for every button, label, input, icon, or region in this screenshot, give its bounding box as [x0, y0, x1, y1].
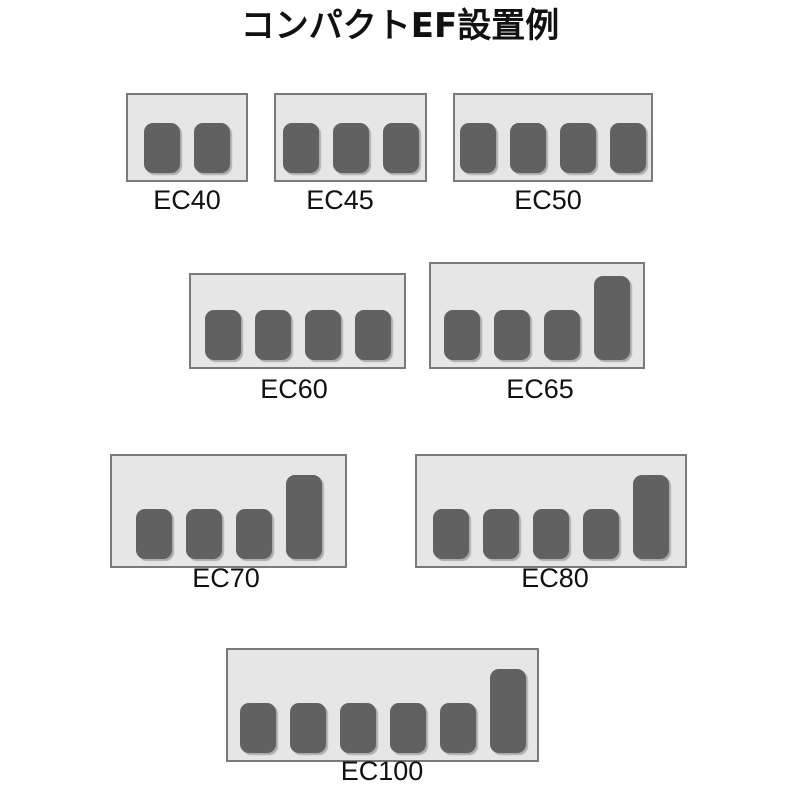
- panel-ec65: [429, 262, 645, 369]
- model-label-ec40: EC40: [153, 185, 221, 215]
- panel-ec50: [453, 93, 653, 182]
- model-label-ec80: EC80: [521, 563, 589, 593]
- unit-block: [433, 509, 469, 559]
- unit-block: [460, 123, 496, 173]
- diagram-title: コンパクトEF設置例: [240, 5, 560, 46]
- unit-block: [440, 703, 476, 753]
- unit-block: [333, 123, 369, 173]
- model-label-ec50: EC50: [514, 185, 582, 215]
- tall-unit-block: [286, 475, 322, 559]
- tall-unit-block: [594, 276, 630, 360]
- unit-block: [533, 509, 569, 559]
- panel-ec80: [415, 454, 687, 568]
- unit-block: [186, 509, 222, 559]
- unit-block: [583, 509, 619, 559]
- unit-block: [194, 123, 230, 173]
- model-label-ec65: EC65: [506, 374, 574, 404]
- unit-block: [494, 310, 530, 360]
- unit-block: [205, 310, 241, 360]
- unit-block: [610, 123, 646, 173]
- panel-ec60: [189, 273, 406, 369]
- panel-ec100: [226, 648, 539, 762]
- unit-block: [255, 310, 291, 360]
- tall-unit-block: [633, 475, 669, 559]
- unit-block: [290, 703, 326, 753]
- unit-block: [340, 703, 376, 753]
- unit-block: [236, 509, 272, 559]
- panel-ec70: [110, 454, 347, 568]
- model-label-ec45: EC45: [306, 185, 374, 215]
- tall-unit-block: [490, 669, 526, 753]
- model-label-ec100: EC100: [340, 756, 424, 786]
- unit-block: [483, 509, 519, 559]
- unit-block: [240, 703, 276, 753]
- unit-block: [305, 310, 341, 360]
- unit-block: [510, 123, 546, 173]
- unit-block: [544, 310, 580, 360]
- panel-ec40: [126, 93, 248, 182]
- unit-block: [355, 310, 391, 360]
- unit-block: [560, 123, 596, 173]
- unit-block: [390, 703, 426, 753]
- unit-block: [283, 123, 319, 173]
- panel-ec45: [274, 93, 427, 182]
- unit-block: [136, 509, 172, 559]
- unit-block: [383, 123, 419, 173]
- model-label-ec60: EC60: [260, 374, 328, 404]
- model-label-ec70: EC70: [192, 563, 260, 593]
- unit-block: [444, 310, 480, 360]
- unit-block: [144, 123, 180, 173]
